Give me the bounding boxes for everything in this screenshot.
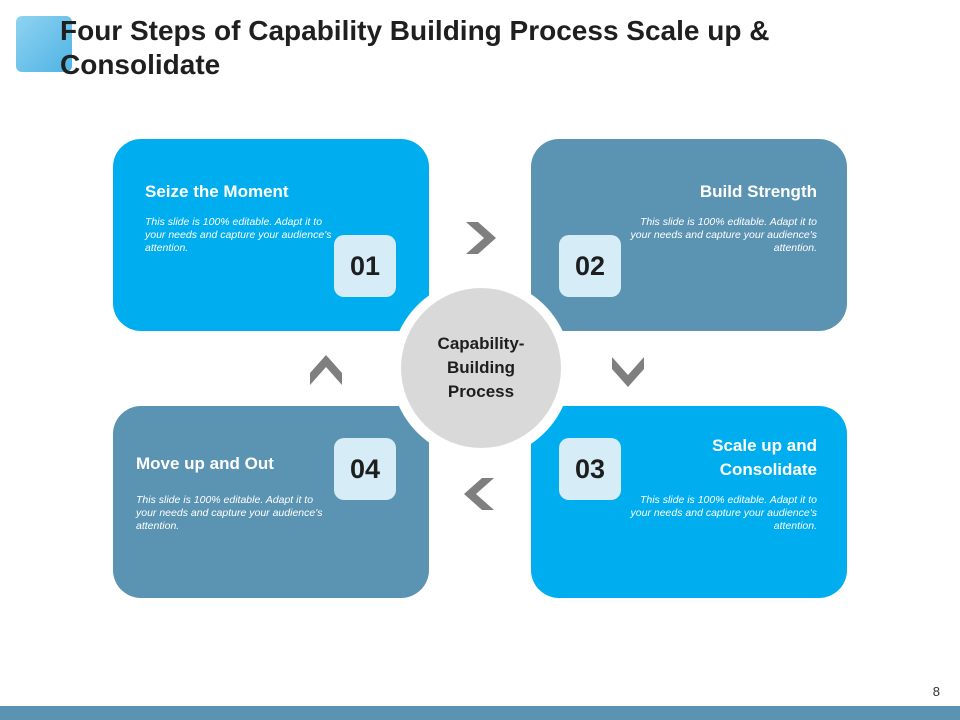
step-2-number-badge: 02 [559,235,621,297]
step-3-heading: Scale up and Consolidate [712,436,817,479]
chevron-up-icon [310,355,342,385]
step-1-number-badge: 01 [334,235,396,297]
center-label: Capability-Building Process [437,334,525,401]
step-card-4: Move up and Out This slide is 100% edita… [113,406,429,598]
chevron-right-icon [466,222,496,254]
page-number: 8 [932,684,940,699]
title-accent-block [16,16,72,72]
step-1-heading: Seize the Moment [145,182,289,201]
step-3-body: This slide is 100% editable. Adapt it to… [630,494,817,532]
step-1-body: This slide is 100% editable. Adapt it to… [145,216,332,254]
step-4-heading: Move up and Out [136,454,274,473]
footer-bar [0,706,960,720]
chevron-down-icon [612,357,644,387]
slide-title: Four Steps of Capability Building Proces… [60,15,770,80]
step-3-number-badge: 03 [559,438,621,500]
step-4-body: This slide is 100% editable. Adapt it to… [136,494,323,532]
step-2-heading: Build Strength [699,182,817,201]
step-2-body: This slide is 100% editable. Adapt it to… [630,216,817,254]
center-circle: Capability-Building Process [401,288,561,448]
chevron-left-icon [464,478,494,510]
step-card-3: Scale up and Consolidate This slide is 1… [531,406,847,598]
step-4-number-badge: 04 [334,438,396,500]
